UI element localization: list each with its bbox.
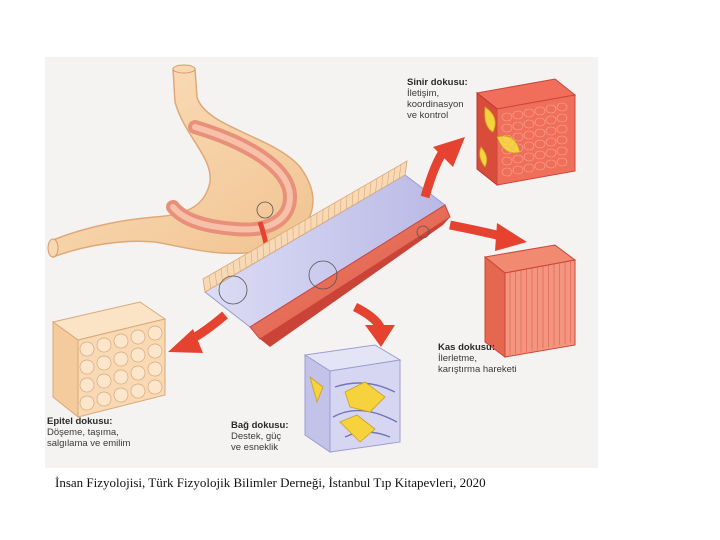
- muscle-tissue-title: Kas dokusu:: [438, 342, 496, 353]
- figure-caption: İnsan Fizyolojisi, Türk Fizyolojik Bilim…: [55, 475, 486, 490]
- muscle-tissue-label: Kas dokusu: İlerletme, karıştırma hareke…: [438, 342, 517, 375]
- nerve-tissue-block: [475, 78, 577, 187]
- connective-tissue-label: Bağ dokusu: Destek, güç ve esneklik: [231, 420, 289, 453]
- epithelial-tissue-title: Epitel dokusu:: [47, 416, 113, 427]
- nerve-tissue-description: İletişim, koordinasyon ve kontrol: [407, 88, 464, 121]
- connective-tissue-title: Bağ dokusu:: [231, 420, 289, 431]
- connective-tissue-block: [303, 344, 402, 453]
- muscle-tissue-description: İlerletme, karıştırma hareketi: [438, 353, 517, 375]
- epithelial-tissue-description: Döşeme, taşıma, salgılama ve emilim: [47, 427, 131, 449]
- nerve-tissue-label: Sinir dokusu: İletişim, koordinasyon ve …: [407, 77, 468, 121]
- arrow-to-nerve-icon: [420, 137, 465, 199]
- stomach-illustration: [47, 64, 314, 259]
- stomach-wall-section: [202, 160, 451, 347]
- tissue-diagram: Sinir dokusu: İletişim, koordinasyon ve …: [45, 57, 598, 468]
- arrow-to-epithelial-icon: [168, 311, 228, 353]
- arrow-to-muscle-icon: [449, 220, 527, 251]
- epithelial-tissue-label: Epitel dokusu: Döşeme, taşıma, salgılama…: [47, 416, 130, 449]
- epithelial-tissue-block: [51, 301, 167, 419]
- muscle-tissue-block: [483, 244, 577, 358]
- nerve-tissue-title: Sinir dokusu:: [407, 77, 468, 88]
- arrow-to-connective-icon: [352, 302, 395, 347]
- connective-tissue-description: Destek, güç ve esneklik: [231, 431, 282, 453]
